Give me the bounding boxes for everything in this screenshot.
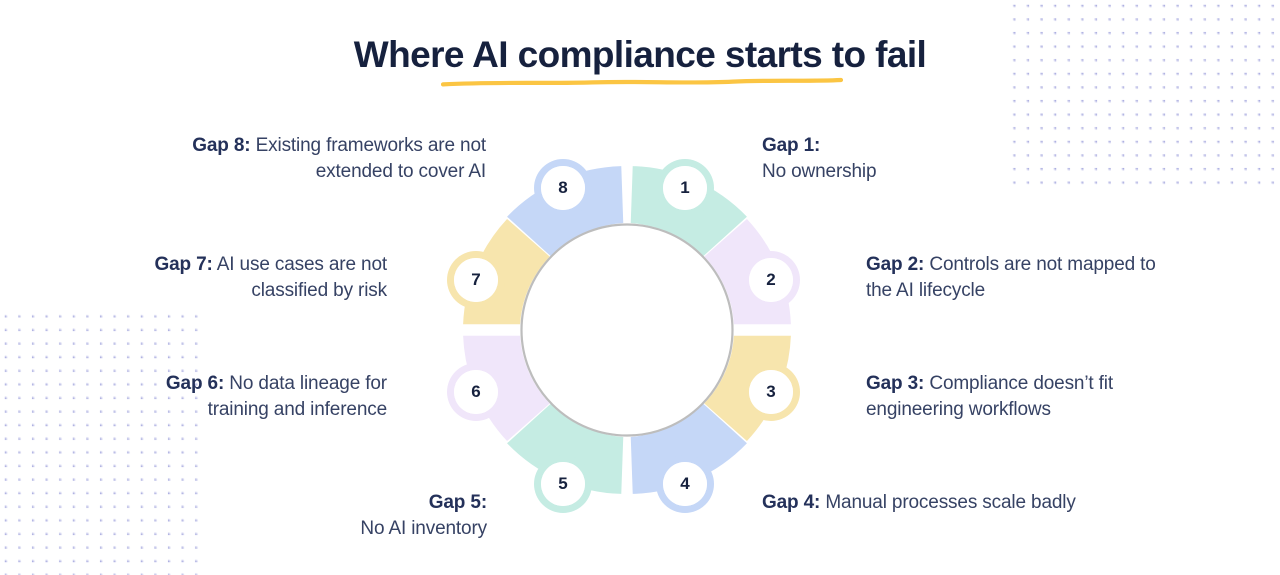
gap-label-4-text: Manual processes scale badly (825, 492, 1076, 513)
donut-segment-1[interactable] (630, 166, 747, 258)
donut-segment-5[interactable] (507, 402, 624, 494)
gap-label-6-text: No data lineage for training and inferen… (207, 373, 388, 420)
page-title: Where AI compliance starts to fail (353, 34, 927, 75)
gap-label-6-key: Gap 6: (165, 373, 225, 394)
badge-8-label: 8 (558, 178, 568, 197)
badge-5-label: 5 (558, 474, 568, 493)
gap-label-2-text: Controls are not mapped to the AI lifecy… (866, 254, 1156, 301)
gap-label-3: Gap 3: Compliance doesn’t fit engineerin… (866, 371, 1166, 423)
badge-3[interactable]: 3 (749, 370, 793, 414)
badge-7[interactable]: 7 (454, 258, 498, 302)
badge-4[interactable]: 4 (663, 462, 707, 506)
donut-segment-3[interactable] (704, 335, 791, 442)
gap-label-1-text: No ownership (762, 161, 877, 182)
gap-label-8-key: Gap 8: (192, 135, 251, 156)
donut-segment-8[interactable] (507, 166, 624, 258)
badge-5[interactable]: 5 (541, 462, 585, 506)
gap-label-8: Gap 8: Existing frameworks are not exten… (155, 133, 486, 185)
donut-inner-hole (520, 223, 734, 437)
gap-label-5-key: Gap 5: (428, 492, 487, 513)
gap-label-2-key: Gap 2: (866, 254, 925, 275)
gap-donut-diagram (463, 166, 791, 494)
gap-label-7-text: AI use cases are not classified by risk (216, 254, 387, 301)
badge-7-label: 7 (471, 270, 481, 289)
badge-1[interactable]: 1 (663, 166, 707, 210)
gap-label-4: Gap 4: Manual processes scale badly (762, 490, 1092, 516)
title-container: Where AI compliance starts to fail (0, 34, 1280, 77)
donut-segment-4[interactable] (630, 402, 747, 494)
gap-label-3-key: Gap 3: (866, 373, 925, 394)
badge-1-label: 1 (680, 178, 690, 197)
gap-label-7: Gap 7: AI use cases are not classified b… (135, 252, 387, 304)
badge-2[interactable]: 2 (749, 258, 793, 302)
gap-label-1-key: Gap 1: (762, 135, 821, 156)
gap-label-8-text: Existing frameworks are not extended to … (255, 135, 487, 182)
badge-3-label: 3 (766, 382, 776, 401)
donut-segment-6[interactable] (463, 335, 550, 442)
gap-label-7-key: Gap 7: (154, 254, 213, 275)
badge-6[interactable]: 6 (454, 370, 498, 414)
badge-8[interactable]: 8 (541, 166, 585, 210)
badge-6-label: 6 (471, 382, 481, 401)
gap-label-4-key: Gap 4: (762, 492, 821, 513)
badge-2-label: 2 (766, 270, 776, 289)
title-underline-stroke (441, 77, 843, 87)
badge-4-label: 4 (680, 474, 690, 493)
gap-label-2: Gap 2: Controls are not mapped to the AI… (866, 252, 1166, 304)
gap-label-5-text: No AI inventory (360, 518, 487, 539)
gap-label-1: Gap 1: No ownership (762, 133, 1092, 185)
gap-label-6: Gap 6: No data lineage for training and … (117, 371, 387, 423)
gap-label-3-text: Compliance doesn’t fit engineering workf… (866, 373, 1114, 420)
gap-label-5: Gap 5: No AI inventory (157, 490, 487, 542)
